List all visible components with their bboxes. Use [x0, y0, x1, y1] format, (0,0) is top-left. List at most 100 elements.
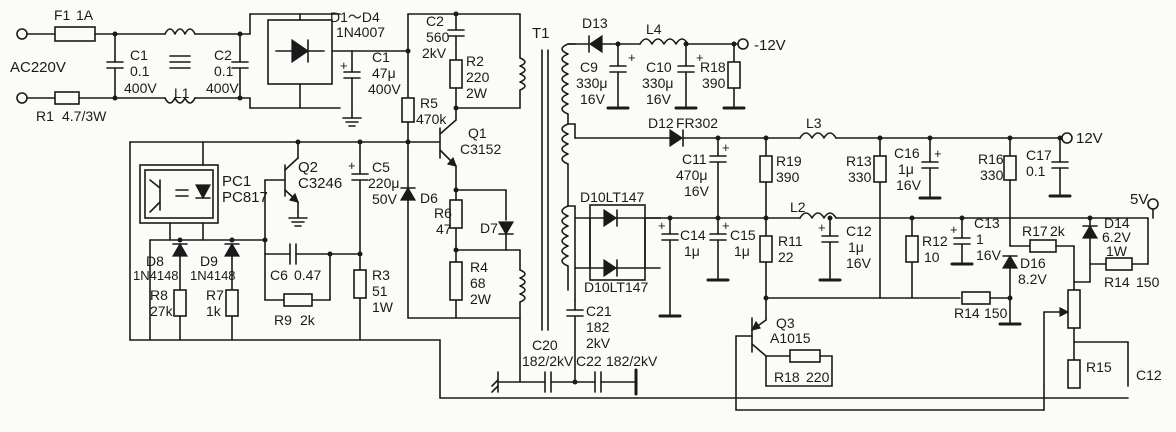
pos12-label: 12V: [1076, 130, 1103, 147]
r18-q3-ref: R18: [774, 369, 800, 385]
c5-value: 220μ: [368, 175, 399, 191]
q1-part: C3152: [460, 141, 501, 157]
r9-value: 2k: [300, 312, 316, 328]
r14-upper-ref: R14: [1104, 274, 1130, 290]
potentiometer: [1067, 289, 1081, 329]
d12-ref: D12: [648, 115, 674, 131]
c16-ref: C16: [894, 145, 920, 161]
d10b-label: D10LT147: [584, 279, 649, 295]
r4-ref: R4: [470, 259, 488, 275]
c11-voltage: 16V: [684, 183, 710, 199]
q2-ref: Q2: [298, 159, 318, 176]
resistor-r4: [449, 261, 463, 301]
diode-d7: [497, 221, 515, 236]
r1-ref: R1: [36, 108, 54, 124]
c2-snubber-value: 560: [426, 29, 450, 45]
inductor-l4: [639, 38, 689, 45]
zener-d14: [1081, 224, 1099, 239]
c21-value: 182: [586, 319, 610, 335]
c2-input-value: 0.1: [214, 63, 234, 79]
c13-voltage: 16V: [976, 247, 1002, 263]
c12-bottom-ref: C12: [1136, 367, 1162, 383]
c20-value: 182/2kV: [522, 353, 574, 369]
primary-switch-section: C2 560 2kV R2 220 2W R5 470k Q1 C3152: [401, 11, 526, 319]
control-section: PC1 PC817 Q2 C3246 + C5 220μ 50V: [129, 139, 441, 399]
r3-power: 1W: [372, 299, 394, 315]
r18-out-ref: R18: [700, 59, 726, 75]
resistor-r9: [283, 293, 313, 307]
d12-part: FR302: [676, 115, 718, 131]
primary-winding: [519, 57, 526, 91]
l1-ref: L1: [174, 85, 190, 101]
r5-ref: R5: [420, 95, 438, 111]
r6-ref: R6: [434, 205, 452, 221]
q2-part: C3246: [298, 175, 342, 192]
fuse-ref: F1: [54, 7, 71, 23]
r1-value: 4.7/3W: [62, 108, 107, 124]
c9-value: 330μ: [576, 75, 607, 91]
c10-value: 330μ: [642, 75, 673, 91]
bridge-ref: D1～D4: [330, 9, 380, 25]
q3-ref: Q3: [776, 315, 795, 331]
led-icon: [194, 184, 212, 200]
r4-value: 68: [470, 275, 486, 291]
d13-ref: D13: [582, 15, 608, 31]
diode-d12: [669, 128, 684, 148]
r13-ref: R13: [846, 153, 872, 169]
c1-bulk-plus: +: [340, 58, 348, 73]
r3-value: 51: [372, 283, 388, 299]
diode-d8: [171, 242, 189, 257]
resistor-r16: [1003, 155, 1017, 181]
ac-input-label: AC220V: [10, 59, 66, 76]
c14-ref: C14: [680, 227, 706, 243]
d9-ref: D9: [200, 253, 218, 269]
q3-section: Q3 A1015 R18 220 C21 182 2kV C20 182/2kV…: [439, 295, 1129, 411]
resistor-r12: [905, 235, 919, 263]
c1-input-ref: C1: [130, 47, 148, 63]
d16-ref: D16: [1020, 255, 1046, 271]
c16-plus: +: [934, 146, 942, 161]
r7-value: 1k: [206, 303, 222, 319]
r16-value: 330: [980, 167, 1004, 183]
terminal-neg12: [737, 38, 749, 50]
r11-value: 22: [778, 249, 794, 265]
r17-ref: R17: [1022, 223, 1048, 239]
resistor-r13: [873, 155, 887, 183]
d7-ref: D7: [480, 220, 498, 236]
r14-lower-value: 150: [984, 305, 1008, 321]
c12-plus: +: [818, 220, 826, 235]
choke-l1-bottom: [164, 97, 196, 104]
input-section: AC220V F1 1A R1 4.7/3W C1 0.1 400V L1: [10, 7, 249, 124]
c12-value: 1μ: [848, 239, 864, 255]
r5-value: 470k: [416, 111, 447, 127]
t1-ref: T1: [532, 25, 550, 42]
resistor-r3: [353, 269, 367, 299]
c15-value: 1μ: [734, 243, 750, 259]
c16-value: 1μ: [898, 161, 914, 177]
diode-d6: [399, 186, 417, 201]
r3-ref: R3: [372, 267, 390, 283]
c1-bulk-ref: C1: [372, 49, 390, 65]
choke-l1-top: [164, 28, 196, 35]
c10-voltage: 16V: [646, 91, 672, 107]
r17-value: 2k: [1050, 223, 1066, 239]
c1-bulk-value: 47μ: [372, 65, 396, 81]
d8-part: 1N4148: [133, 268, 179, 283]
r19-value: 390: [776, 169, 800, 185]
r4-power: 2W: [470, 291, 492, 307]
fuse-f1: [54, 26, 96, 42]
resistor-r18-out: [727, 61, 741, 89]
c15-plus: +: [722, 218, 730, 233]
d14-value: 6.2V: [1102, 229, 1131, 245]
c1-bulk-voltage: 400V: [368, 81, 401, 97]
pc1-part: PC817: [222, 189, 268, 206]
r13-value: 330: [848, 169, 872, 185]
r16-ref: R16: [978, 151, 1004, 167]
neg12-output-section: D13 L4 -12V + C9 330μ 16V + C10 330μ 16V…: [567, 15, 786, 110]
c6-ref: C6: [270, 267, 288, 283]
r2-ref: R2: [466, 53, 484, 69]
c21-ref: C21: [586, 303, 612, 319]
r7-ref: R7: [206, 287, 224, 303]
resistor-r11: [759, 235, 773, 263]
r19-ref: R19: [776, 153, 802, 169]
